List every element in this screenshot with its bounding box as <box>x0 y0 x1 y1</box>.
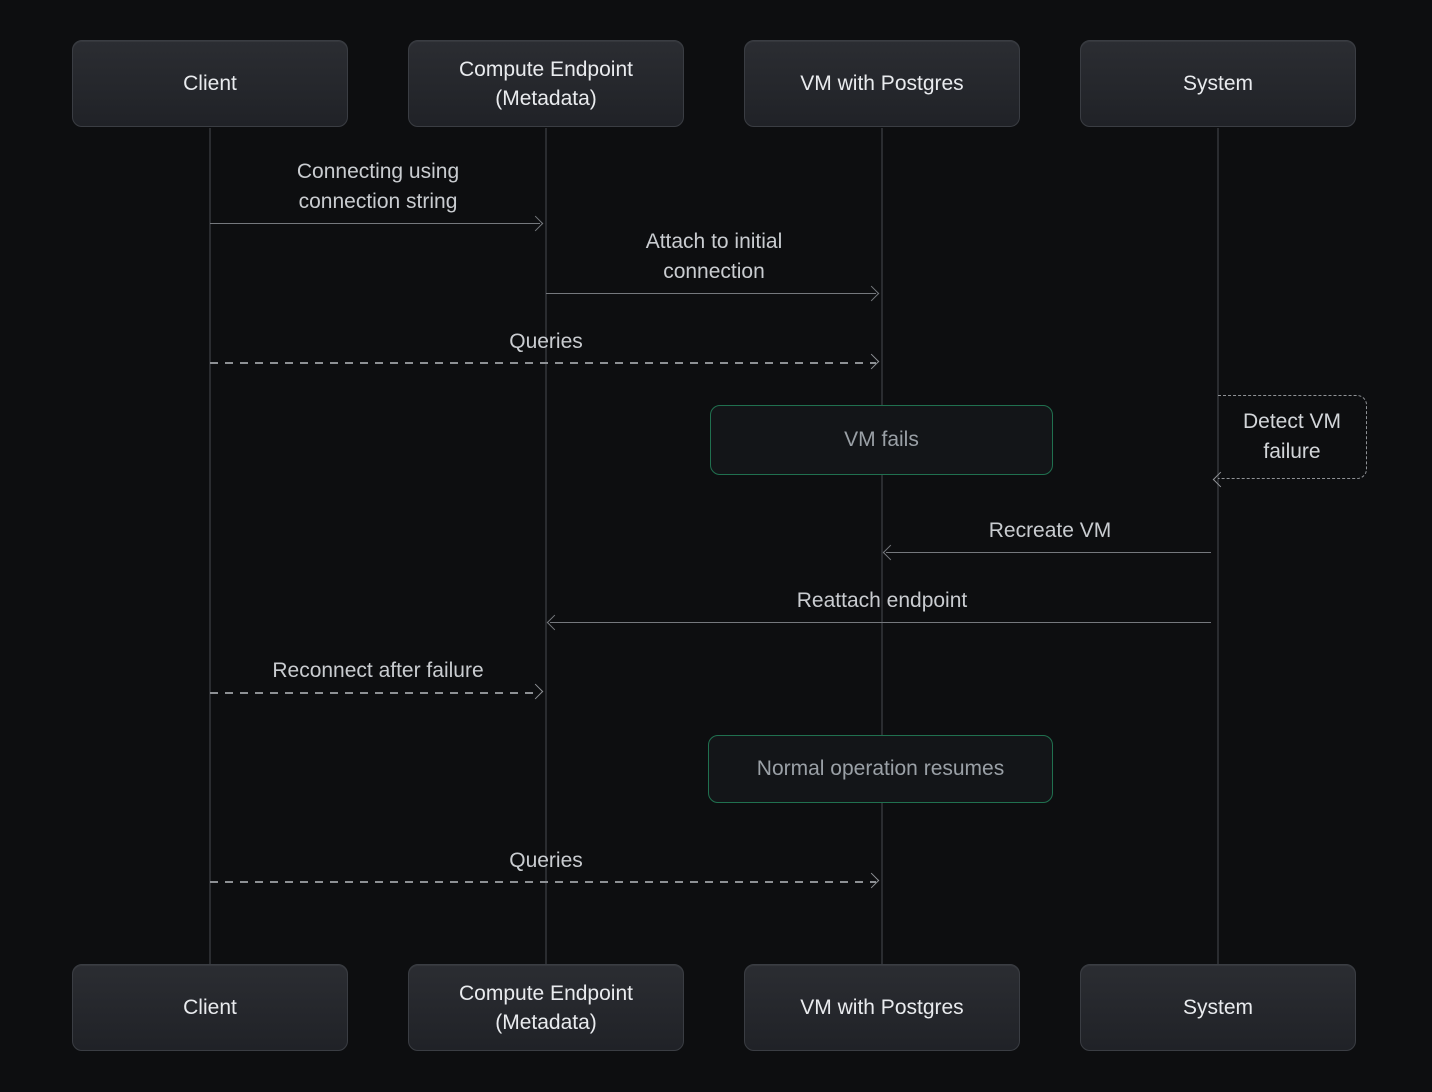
lifeline-vm-with-postgres <box>881 128 883 965</box>
message-arrow-queries-1 <box>210 353 880 369</box>
lifeline-compute-endpoint <box>545 128 547 965</box>
arrowhead-right-icon <box>863 353 880 369</box>
arrowhead-left-icon <box>882 544 899 560</box>
note-normal-operation: Normal operation resumes <box>708 735 1053 803</box>
actor-vm-with-postgres-bottom: VM with Postgres <box>744 964 1020 1051</box>
actor-compute-endpoint-bottom: Compute Endpoint (Metadata) <box>408 964 684 1051</box>
lifeline-client <box>209 128 211 965</box>
self-message-detect-vm-failure: Detect VM failure <box>1212 395 1367 487</box>
actor-vm-with-postgres-top: VM with Postgres <box>744 40 1020 127</box>
message-label-recreate-vm: Recreate VM <box>988 519 1112 542</box>
actor-client-top: Client <box>72 40 348 127</box>
arrowhead-right-icon <box>863 285 880 301</box>
note-vm-fails: VM fails <box>710 405 1053 475</box>
arrowhead-right-icon <box>863 872 880 888</box>
message-label-queries-1: Queries <box>509 330 583 353</box>
message-label-connecting: Connecting using connection string <box>296 160 460 213</box>
message-arrow-reconnect <box>210 683 544 699</box>
actor-client-bottom: Client <box>72 964 348 1051</box>
message-arrow-connecting <box>210 215 544 231</box>
note-label: VM fails <box>844 428 919 451</box>
actor-label: VM with Postgres <box>800 996 964 1019</box>
arrowhead-right-icon <box>527 683 544 699</box>
self-message-label: Detect VM failure <box>1242 410 1342 463</box>
arrowhead-left-icon <box>546 614 563 630</box>
message-label-queries-2: Queries <box>509 849 583 872</box>
message-arrow-queries-2 <box>210 872 880 888</box>
actor-label: Client <box>183 996 237 1019</box>
message-arrow-reattach <box>546 614 1211 630</box>
actor-label: VM with Postgres <box>800 72 964 95</box>
message-label-attach: Attach to initial connection <box>645 230 783 283</box>
actor-label: System <box>1182 72 1253 95</box>
actor-label: System <box>1182 996 1253 1019</box>
message-label-reattach: Reattach endpoint <box>796 589 968 612</box>
note-label: Normal operation resumes <box>756 757 1005 780</box>
lifeline-system <box>1217 128 1219 965</box>
actor-system-bottom: System <box>1080 964 1356 1051</box>
actor-compute-endpoint-top: Compute Endpoint (Metadata) <box>408 40 684 127</box>
arrowhead-left-icon <box>1212 471 1229 487</box>
actor-system-top: System <box>1080 40 1356 127</box>
actor-label: Client <box>183 72 237 95</box>
actor-label: Compute Endpoint (Metadata) <box>459 981 633 1034</box>
message-arrow-recreate-vm <box>882 544 1211 560</box>
message-label-reconnect: Reconnect after failure <box>272 659 484 682</box>
actor-label: Compute Endpoint (Metadata) <box>459 57 633 110</box>
message-arrow-attach <box>546 285 880 301</box>
arrowhead-right-icon <box>527 215 544 231</box>
